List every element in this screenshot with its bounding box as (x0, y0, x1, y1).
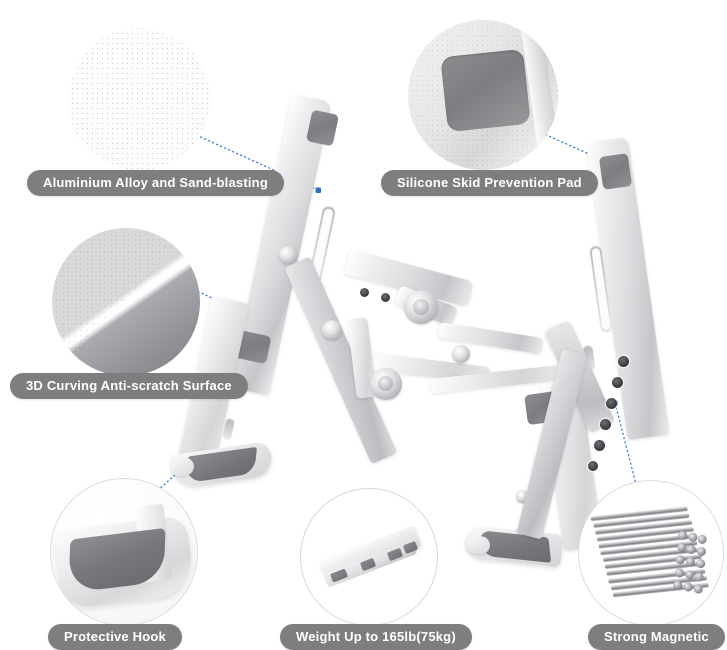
magnet-hole-5 (594, 440, 605, 451)
adjust-hole-1 (360, 288, 369, 297)
magnet-hole-4 (600, 419, 611, 430)
callout-protective-hook (50, 478, 198, 626)
pivot-joint-left-arm (279, 246, 297, 264)
right-upper-silicone-pad (598, 153, 633, 190)
callout-anti-scratch (52, 228, 200, 376)
magnet-hole-6 (588, 461, 598, 471)
pivot-joint-right (452, 345, 470, 363)
sandblast-grain-texture (68, 28, 210, 170)
pivot-joint-main-inner (413, 299, 429, 315)
callout-silicone-pad (408, 20, 558, 170)
magnet-end-face (687, 544, 697, 555)
left-upper-silicone-pad (305, 109, 340, 147)
label-weight-capacity: Weight Up to 165lb(75kg) (280, 624, 472, 650)
magnet-end-face (693, 583, 704, 594)
magnet-end-face (684, 569, 695, 580)
label-silicone-pad: Silicone Skid Prevention Pad (381, 170, 598, 196)
magnet-rod-stack (588, 498, 719, 611)
magnet-end-face (674, 567, 685, 578)
label-aluminium-alloy: Aluminium Alloy and Sand-blasting (27, 170, 284, 196)
pivot-joint-left (322, 320, 342, 340)
callout-strong-magnetic (578, 480, 724, 626)
silicone-pad-rect (440, 48, 531, 133)
magnet-end-face (698, 534, 708, 545)
label-anti-scratch: 3D Curving Anti-scratch Surface (10, 373, 248, 399)
magnet-end-face (696, 546, 707, 557)
magnet-hole-2 (612, 377, 623, 388)
magnet-hole-3 (606, 398, 617, 409)
label-protective-hook: Protective Hook (48, 624, 182, 650)
adjust-hole-2 (381, 293, 390, 302)
magnet-end-face (695, 559, 706, 570)
callout-weight-capacity (300, 488, 438, 626)
anti-scratch-grain-texture (52, 228, 200, 376)
magnet-hole-1 (618, 356, 629, 367)
label-strong-magnetic: Strong Magnetic (588, 624, 725, 650)
pivot-joint-lower-inner (378, 376, 393, 391)
callout-aluminium-alloy (68, 28, 210, 170)
